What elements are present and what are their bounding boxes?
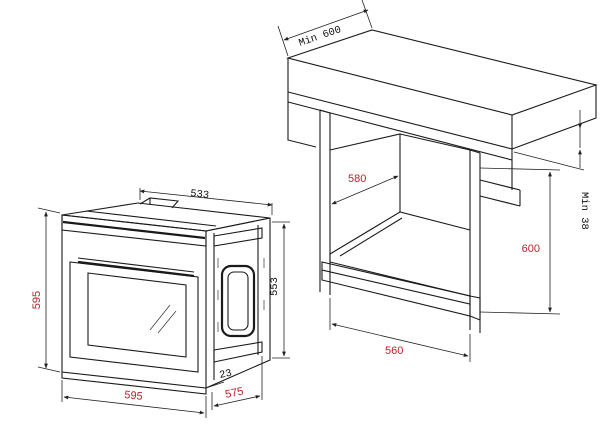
dim-min-600: Min 600 bbox=[297, 24, 343, 50]
dim-min-38: Min 38 bbox=[578, 192, 590, 230]
dim-23: 23 bbox=[218, 368, 233, 382]
oven-drawing bbox=[37, 188, 290, 418]
dim-595-width: 595 bbox=[124, 389, 144, 403]
dim-575: 575 bbox=[224, 385, 244, 401]
dim-595-height: 595 bbox=[31, 291, 43, 309]
dim-560: 560 bbox=[385, 345, 403, 357]
dim-580: 580 bbox=[348, 173, 366, 185]
dim-533: 533 bbox=[190, 188, 210, 202]
cabinet-drawing bbox=[277, 0, 598, 362]
dim-553: 553 bbox=[269, 277, 281, 296]
dim-600: 600 bbox=[522, 243, 540, 255]
